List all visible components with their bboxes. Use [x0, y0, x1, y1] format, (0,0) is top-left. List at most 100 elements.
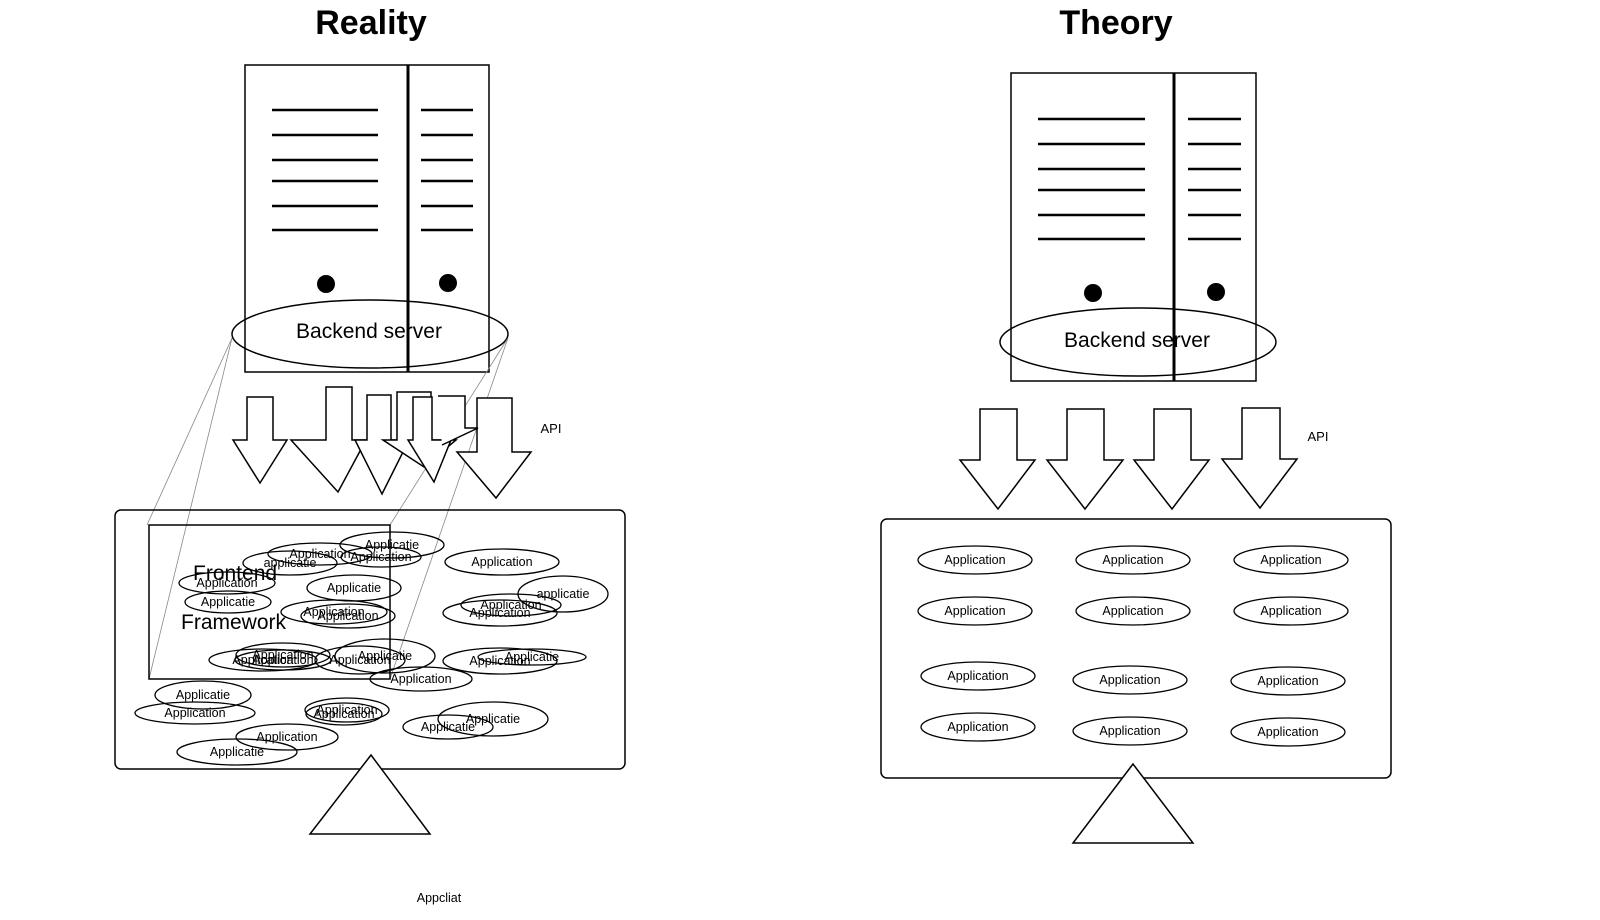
- api-arrow-icon: [1220, 407, 1299, 510]
- theory-panel: Theory Backend server: [880, 4, 1392, 844]
- application-label: Application: [480, 598, 541, 612]
- application-bubble: Applicatie: [176, 738, 298, 766]
- application-bubble: Application: [1072, 716, 1188, 746]
- application-bubble: Application: [340, 546, 422, 568]
- application-label: Application: [1260, 553, 1321, 567]
- application-label: Application: [350, 550, 411, 564]
- application-ellipse: [334, 638, 436, 674]
- application-bubble: Application: [1072, 665, 1188, 695]
- api-arrow-icon: [438, 395, 479, 446]
- reality-server-label: Backend server: [296, 320, 442, 343]
- application-ellipse: [437, 701, 549, 737]
- application-ellipse: [444, 548, 560, 576]
- power-led-icon: [439, 274, 457, 292]
- application-ellipse: [920, 712, 1036, 742]
- application-ellipse: [1233, 596, 1349, 626]
- application-label: Application: [1257, 674, 1318, 688]
- application-bubble: Applicatie: [154, 680, 252, 710]
- application-ellipse: [477, 648, 587, 666]
- application-ellipse: [208, 648, 318, 672]
- api-arrow-icon: [1132, 408, 1211, 511]
- reality-api-label: API: [541, 421, 562, 436]
- application-label: Application: [947, 720, 1008, 734]
- application-label: Application: [947, 669, 1008, 683]
- application-ellipse: [154, 680, 252, 710]
- application-ellipse: [1230, 717, 1346, 747]
- application-bubble: Application: [1230, 666, 1346, 696]
- application-ellipse: [1233, 545, 1349, 575]
- reality-title: Reality: [315, 4, 427, 42]
- application-bubble: Application: [917, 596, 1033, 626]
- application-label: Application: [164, 706, 225, 720]
- application-ellipse: [917, 545, 1033, 575]
- application-ellipse: [402, 714, 494, 740]
- application-ellipse: [242, 550, 338, 576]
- application-label: Application: [196, 576, 257, 590]
- application-bubble: Application: [300, 603, 396, 629]
- application-label: Applicatie: [421, 720, 475, 734]
- application-ellipse: [442, 647, 558, 675]
- application-label: Application: [1102, 553, 1163, 567]
- application-bubble: Applicatie: [437, 701, 549, 737]
- application-bubble: Application: [1075, 545, 1191, 575]
- theory-server-ellipse: [999, 307, 1277, 377]
- application-bubble: Application: [917, 545, 1033, 575]
- application-ellipse: [340, 546, 422, 568]
- application-bubble: Application: [267, 542, 373, 566]
- application-label: Applicatie: [176, 688, 230, 702]
- theory-api-arrows: [958, 407, 1299, 511]
- application-ellipse: [176, 738, 298, 766]
- application-label: Application: [252, 648, 313, 662]
- application-ellipse: [1072, 665, 1188, 695]
- reality-monitor-stand: [308, 753, 432, 835]
- reality-server-ellipse: [231, 299, 509, 369]
- application-label: Application: [944, 604, 1005, 618]
- api-arrow-icon: [1045, 408, 1125, 511]
- application-ellipse: [1230, 666, 1346, 696]
- application-label: Application: [1102, 604, 1163, 618]
- application-label: Applicatie: [466, 712, 520, 726]
- application-bubble: Application: [1230, 717, 1346, 747]
- application-ellipse: [300, 603, 396, 629]
- application-bubble: Applicatie: [402, 714, 494, 740]
- application-label: Applicatie: [210, 745, 264, 759]
- reality-caption: Appcliat: [417, 891, 462, 905]
- framework-label-line1: Frontend: [193, 562, 277, 585]
- application-label: Application: [1099, 724, 1160, 738]
- application-bubble: Application: [178, 571, 276, 595]
- api-arrow-icon: [958, 408, 1037, 511]
- theory-monitor-stand: [1071, 762, 1195, 844]
- application-ellipse: [460, 593, 562, 617]
- application-bubble: Application: [369, 666, 473, 692]
- application-bubble: Application: [920, 661, 1036, 691]
- theory-server-icon: [1010, 72, 1257, 382]
- application-label: applicatie: [537, 587, 590, 601]
- application-label: Applicatie: [505, 650, 559, 664]
- application-bubble: Application: [1075, 596, 1191, 626]
- reality-api-arrows: [231, 386, 533, 500]
- application-bubble: Applicatie: [477, 648, 587, 666]
- power-led-icon: [317, 275, 335, 293]
- api-arrow-icon: [455, 397, 533, 500]
- reality-panel: Reality Backend server: [114, 4, 626, 905]
- application-label: Application: [289, 547, 350, 561]
- application-label: Application: [471, 555, 532, 569]
- application-ellipse: [314, 645, 406, 675]
- application-bubble: Application: [1233, 545, 1349, 575]
- application-ellipse: [1075, 596, 1191, 626]
- api-arrow-icon: [231, 396, 289, 485]
- application-label: Application: [252, 653, 313, 667]
- application-ellipse: [369, 666, 473, 692]
- api-arrow-icon: [353, 394, 411, 496]
- theory-server-label: Backend server: [1064, 329, 1210, 352]
- application-label: Application: [329, 653, 390, 667]
- application-bubble: Application: [460, 593, 562, 617]
- application-bubble: Application: [235, 642, 331, 668]
- reality-app-cluster: applicatieApplicationApplicatieApplicati…: [134, 531, 609, 766]
- application-ellipse: [304, 697, 390, 723]
- theory-api-label: API: [1308, 429, 1329, 444]
- application-bubble: Application: [305, 702, 383, 726]
- application-ellipse: [917, 596, 1033, 626]
